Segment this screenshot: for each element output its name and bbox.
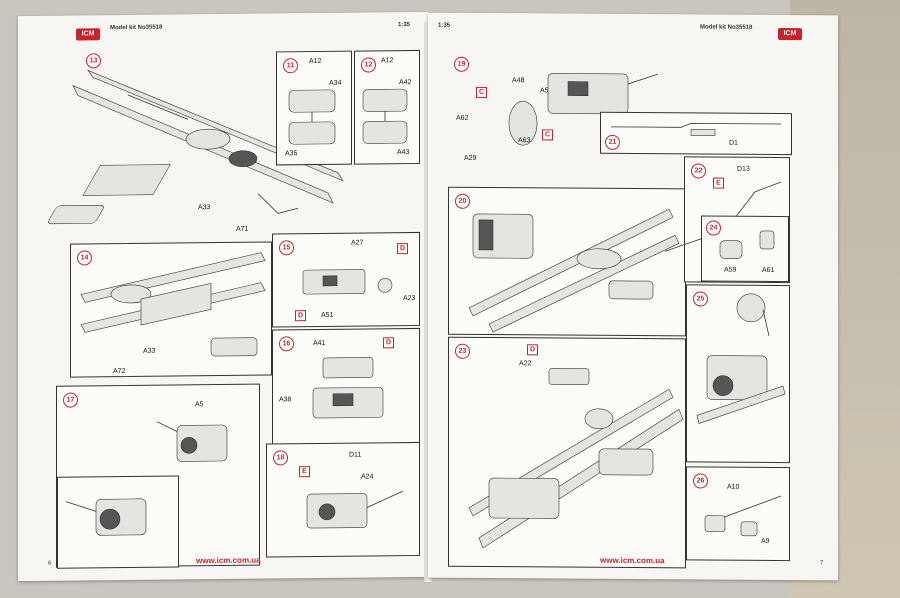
footer-url-right: www.icm.com.ua [600, 555, 665, 566]
step-26-number: 26 [693, 473, 708, 489]
scale-right: 1:35 [438, 22, 451, 29]
kit-number-right: Model kit No35518 [700, 24, 753, 31]
step-20-drawing [468, 208, 680, 333]
label-a61: A61 [762, 266, 775, 274]
footer-url: www.icm.com.ua [196, 555, 261, 566]
kit-number: Model kit No35518 [110, 24, 163, 32]
step-14-frame: 14 A33 A72 [70, 241, 272, 378]
step-14-drawing [80, 252, 266, 357]
fuel-tank-drawing-2 [362, 88, 408, 144]
label-a24: A24 [361, 473, 374, 481]
label-a29: A29 [464, 154, 477, 162]
step-26-frame: 26 A10 A9 [686, 466, 790, 562]
instruction-booklet: ICM Model kit No35518 1:35 13 A33 A71 11… [10, 11, 845, 594]
step-17-inset-drawing [65, 498, 147, 536]
step-23-frame: 23 D A22 [448, 336, 686, 569]
page-number: 6 [48, 560, 52, 567]
step-12-number: 12 [361, 57, 376, 73]
label-d13: D13 [737, 165, 750, 173]
step-24-frame: 24 A59 A61 [701, 215, 789, 283]
step-13-drawing [48, 69, 344, 225]
step-15-number: 15 [279, 240, 294, 256]
step-16-drawing [312, 357, 384, 419]
step-17-number: 17 [63, 392, 78, 408]
page-number-right: 7 [820, 560, 824, 567]
label-a41: A41 [313, 339, 326, 348]
step-11-frame: 11 A12 A34 A35 [276, 50, 352, 166]
step-11-number: 11 [283, 58, 298, 74]
step-22-frame: 22 D13 E 24 A59 A61 [664, 156, 790, 284]
left-page: ICM Model kit No35518 1:35 13 A33 A71 11… [18, 11, 428, 582]
label-a71: A71 [236, 225, 249, 233]
step-18-frame: 18 D11 E A24 [266, 441, 420, 558]
label-a62: A62 [456, 114, 469, 122]
step-18-drawing [306, 490, 404, 529]
step-16-number: 16 [279, 336, 294, 352]
right-page: 1:35 Model kit No35518 ICM 19 A48 A58 C … [428, 12, 838, 581]
label-a51: A51 [321, 311, 334, 319]
step-19-drawing [508, 73, 659, 146]
step-17-drawing [156, 421, 228, 462]
step-26-drawing [704, 495, 782, 537]
label-a35: A35 [285, 150, 298, 158]
step-23-drawing [468, 368, 684, 549]
step-22-number: 22 [691, 163, 706, 179]
icm-logo-right: ICM [778, 28, 802, 41]
step-12-frame: 12 A12 A42 A43 [354, 49, 420, 165]
label-a63: A63 [518, 137, 531, 145]
step-15-drawing [302, 269, 393, 295]
step-25-drawing [696, 293, 786, 424]
step-24-drawing [719, 230, 775, 260]
label-a59: A59 [724, 266, 737, 274]
fuel-tank-drawing [288, 89, 336, 145]
step-21-frame: 21 D1 [600, 111, 792, 156]
step-21-drawing [611, 123, 781, 136]
label-a38: A38 [279, 396, 292, 404]
step-25-frame: 25 [686, 284, 790, 464]
callout-d: D [397, 243, 408, 255]
callout-e: E [299, 466, 310, 478]
callout-d-2: D [295, 310, 306, 322]
step-19-number: 19 [454, 56, 469, 72]
label-a9: A9 [761, 537, 770, 545]
label-a10: A10 [727, 483, 740, 491]
label-a33: A33 [198, 204, 211, 212]
label-a27: A27 [351, 239, 364, 247]
label-a33-s14: A33 [143, 347, 156, 355]
label-a23: A23 [403, 294, 416, 303]
label-d1: D1 [729, 139, 738, 147]
step-17-inset [57, 475, 179, 569]
scale: 1:35 [398, 22, 411, 29]
label-a72: A72 [113, 368, 126, 376]
step-15-frame: 15 A27 D A23 D A51 [272, 231, 420, 328]
label-a12: A12 [309, 57, 322, 66]
label-a5: A5 [195, 401, 204, 409]
step-20-frame: 20 [448, 186, 686, 337]
label-a12b: A12 [381, 57, 394, 65]
label-d11: D11 [349, 451, 362, 459]
callout-d-3: D [383, 337, 394, 349]
step-16-frame: 16 A41 D A38 [272, 327, 420, 446]
label-a43: A43 [397, 149, 410, 157]
step-17-frame: 17 A5 [56, 383, 260, 569]
step-18-number: 18 [273, 450, 288, 466]
icm-logo: ICM [76, 28, 100, 41]
